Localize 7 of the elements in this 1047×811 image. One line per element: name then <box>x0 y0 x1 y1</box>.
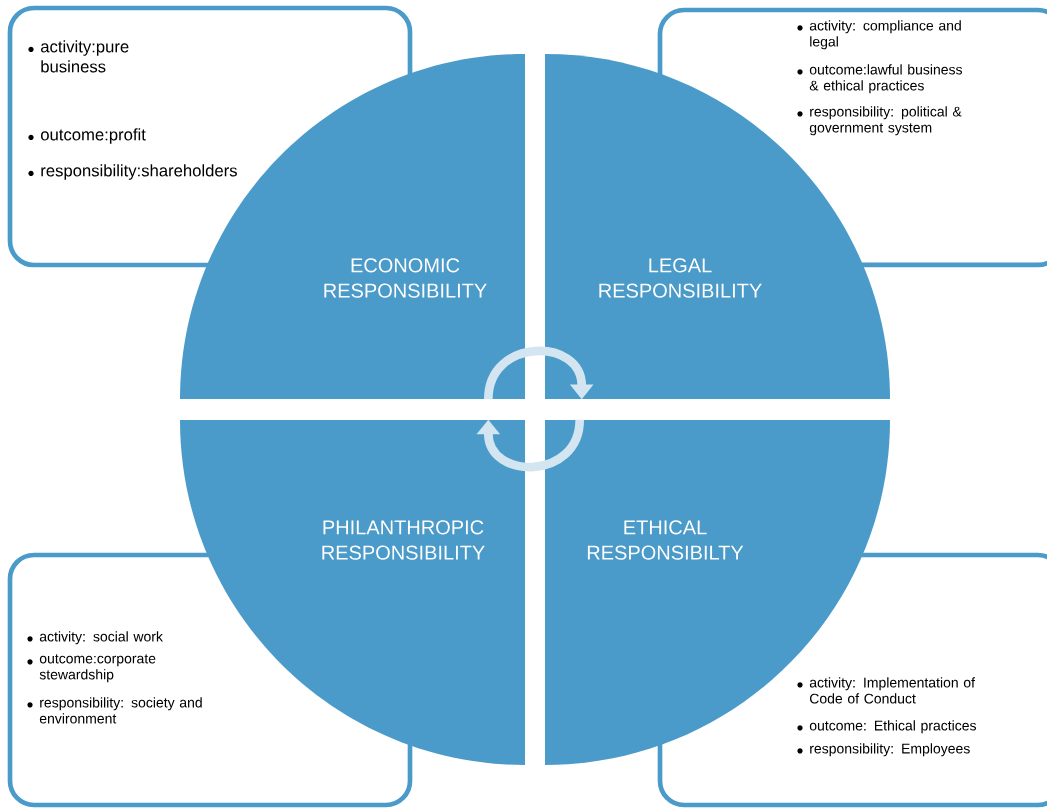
bullet-item: activity: compliance and legal <box>809 20 961 50</box>
cycle-arrow <box>476 419 584 472</box>
bullet-item: activity:pure business <box>41 40 129 73</box>
bullet-item: activity: social work <box>39 631 163 645</box>
cycle-arrow <box>484 346 594 400</box>
bullet-item: outcome:profit <box>40 128 146 144</box>
bullet-item: outcome:corporate stewardship <box>39 654 156 683</box>
